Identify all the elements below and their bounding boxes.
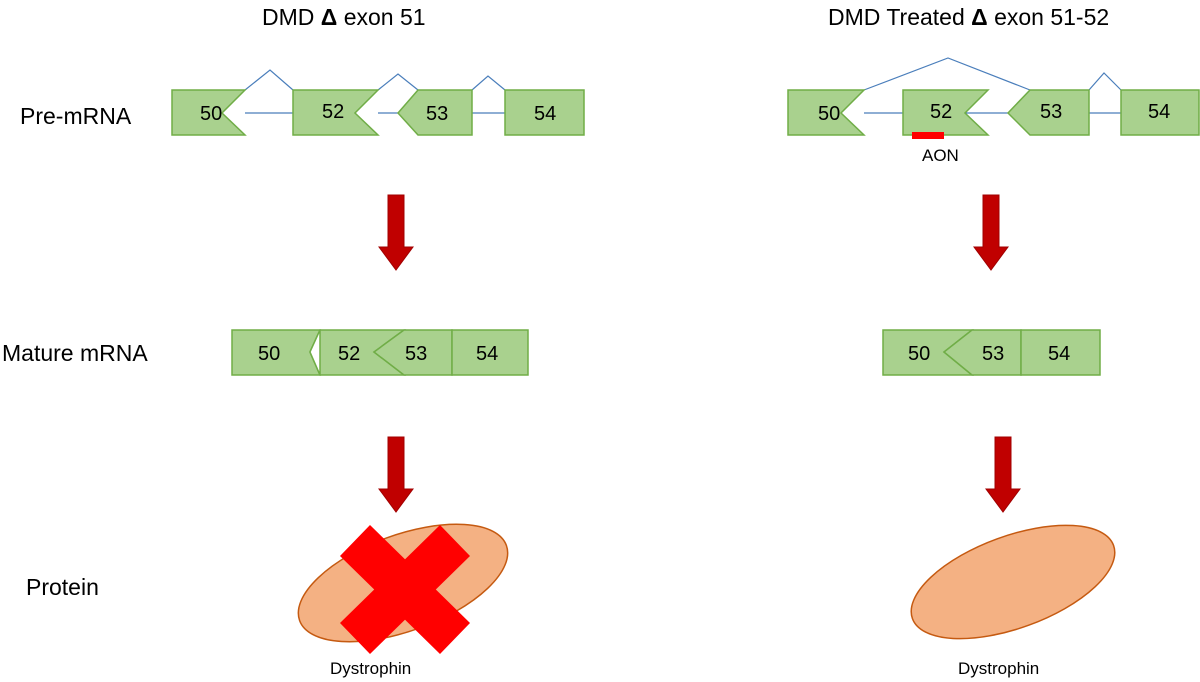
left-mature-exon-54 (451, 329, 529, 376)
left-pre-exon-54 (504, 89, 585, 136)
left-title: DMD Δ exon 51 (262, 4, 426, 30)
left-mature-exon-54-label: 54 (476, 343, 498, 365)
right-mature-exon-53-label: 53 (982, 343, 1004, 365)
right-title: DMD Treated Δ exon 51-52 (828, 4, 1109, 30)
left-mature-exon-50-label: 50 (258, 343, 280, 365)
left-arrow-mature-to-protein (378, 436, 414, 513)
left-mature-gap-notch (309, 329, 321, 376)
right-pre-exon-53 (1006, 89, 1090, 136)
right-title-suffix: exon 51-52 (988, 4, 1109, 30)
right-arrow-mature-to-protein (985, 436, 1021, 513)
left-splice-53-54 (471, 75, 506, 91)
cross-stroke-2 (340, 525, 470, 654)
left-title-prefix: DMD (262, 4, 321, 30)
right-mature-exon-54 (1020, 329, 1101, 376)
right-mature-exon-53 (942, 329, 1022, 376)
right-pre-exon-50 (787, 89, 866, 136)
row-label-protein: Protein (26, 574, 99, 600)
row-label-mature-mrna: Mature mRNA (2, 340, 148, 366)
aon-bar (912, 132, 944, 139)
left-splice-52-53 (377, 73, 419, 91)
right-title-prefix: DMD Treated (828, 4, 971, 30)
left-pre-exon-50-label: 50 (200, 103, 222, 125)
left-protein: Dystrophin (297, 523, 509, 678)
right-mature-exon-54-label: 54 (1048, 343, 1070, 365)
right-pre-exon-52-label: 52 (930, 101, 952, 123)
right-pre-exon-54 (1120, 89, 1200, 136)
right-pre-exon-54-label: 54 (1148, 101, 1170, 123)
right-pre-exon-53-label: 53 (1040, 101, 1062, 123)
left-title-delta: Δ (321, 4, 338, 30)
right-arrow-pre-to-mature (973, 194, 1009, 271)
left-mature-exon-53-label: 53 (405, 343, 427, 365)
right-protein-ellipse (910, 524, 1116, 640)
left-arrow-pre-to-mature (378, 194, 414, 271)
right-title-delta: Δ (971, 4, 988, 30)
right-protein-label: Dystrophin (958, 659, 1039, 678)
row-label-pre-mrna: Pre-mRNA (20, 103, 132, 129)
aon-label: AON (922, 146, 959, 165)
left-mature-exon-53 (372, 329, 453, 376)
right-pre-mrna: 50 52 53 54 AON (787, 57, 1200, 165)
right-splice-50-53 (863, 57, 1031, 91)
left-pre-exon-54-label: 54 (534, 103, 556, 125)
left-pre-exon-53 (396, 89, 473, 136)
left-protein-label: Dystrophin (330, 659, 411, 678)
left-pre-mrna: 50 52 53 54 (171, 69, 585, 136)
left-pre-exon-52-label: 52 (322, 101, 344, 123)
right-mature-exon-50-label: 50 (908, 343, 930, 365)
right-pre-exon-52 (902, 89, 990, 136)
right-pre-exon-50-label: 50 (818, 103, 840, 125)
left-title-suffix: exon 51 (337, 4, 425, 30)
right-splice-53-54 (1088, 72, 1122, 91)
left-pre-exon-50 (171, 89, 247, 136)
right-mature-mrna: 50 53 54 (882, 329, 1101, 376)
left-pre-exon-53-label: 53 (426, 103, 448, 125)
left-mature-mrna: 50 52 53 54 (231, 329, 529, 376)
left-mature-exon-52-label: 52 (338, 343, 360, 365)
left-pre-exon-52 (292, 89, 380, 136)
left-splice-50-52 (244, 69, 294, 91)
right-protein: Dystrophin (910, 524, 1116, 678)
cross-icon (340, 525, 470, 654)
